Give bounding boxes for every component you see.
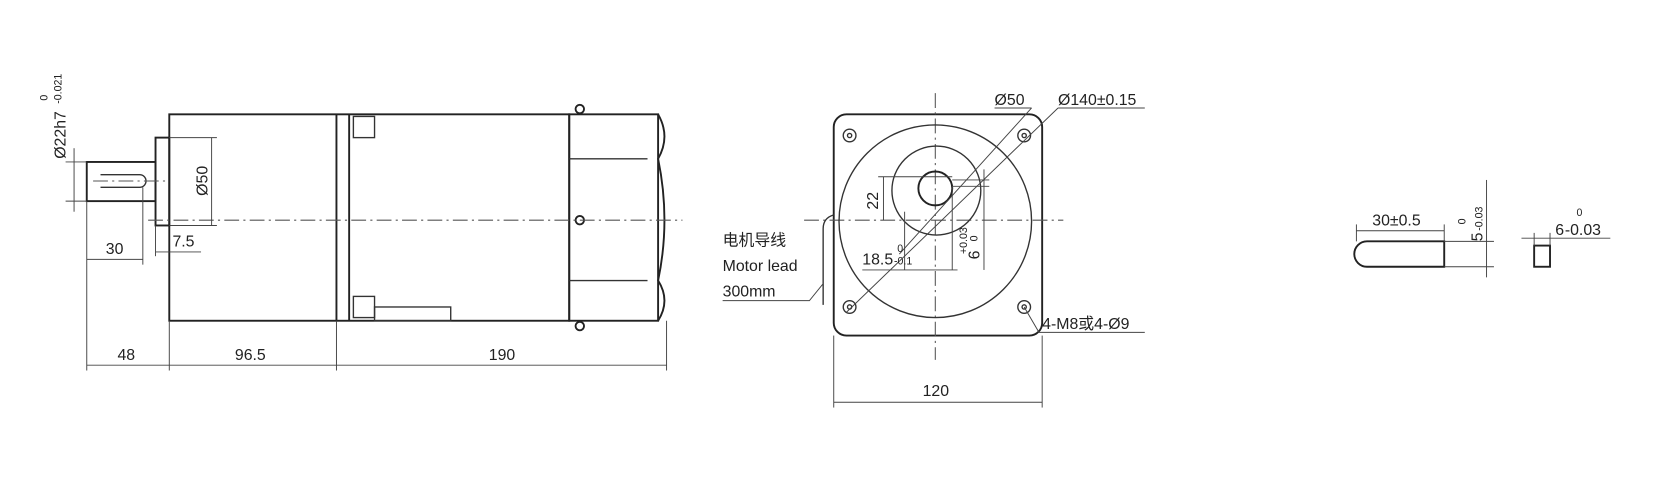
mounting-holes: [842, 128, 1032, 315]
key-width-tol-upper-view: 0: [1576, 207, 1582, 219]
bolt-circle: [838, 124, 1033, 319]
screw-bottom: [574, 320, 585, 332]
key-width-tol-lower-view: -0.03: [1565, 222, 1601, 239]
key-length-label: 30±0.5: [1372, 212, 1421, 229]
motor-body: [168, 113, 571, 322]
pilot-dia-front-label: Ø50: [995, 92, 1025, 109]
side-view: Ø22h7 0 -0.021 Ø50 30 7.5 48 96.5 190: [39, 74, 683, 371]
motor-lead-wire: [822, 214, 834, 305]
front-view: Ø50 Ø140±0.15 4-M8或4-Ø9 22 18.5 0 -0.1 6…: [723, 92, 1145, 408]
key-width-label: 6: [967, 250, 984, 259]
key-width-tol-upper: +0.03: [958, 227, 970, 254]
key-end: [1533, 244, 1551, 268]
mounting-flange: [832, 113, 1044, 337]
key-height-tol-upper: 0: [1456, 218, 1468, 224]
key-view: 30±0.5 5 0 -0.03 6 0 -0.03: [1353, 179, 1611, 278]
fan-cover: [568, 113, 660, 322]
shaft-length-label: 30: [106, 241, 124, 258]
holes-label: 4-M8或4-Ø9: [1042, 315, 1129, 333]
dim-190: 190: [489, 347, 516, 364]
key-width-view-label: 6: [1555, 222, 1564, 239]
key-width-tol-lower: 0: [969, 235, 981, 241]
lead-cn-label: 电机导线: [723, 232, 787, 250]
shaft-tol-upper: 0: [39, 95, 51, 101]
pilot-depth-label: 7.5: [172, 234, 194, 251]
connector-top: [352, 115, 376, 139]
key-side: [1353, 240, 1446, 268]
key-height-tol-lower: -0.03: [1473, 207, 1485, 231]
dim-48: 48: [117, 347, 135, 364]
screw-top: [574, 103, 585, 115]
shaft-dia-label: Ø22h7: [53, 111, 70, 159]
key-offset-label: 18.5: [862, 252, 893, 269]
connector-bottom: [352, 295, 376, 319]
dim-96-5: 96.5: [235, 347, 266, 364]
key-offset-tol-upper: 0: [897, 243, 903, 255]
key-offset-tol-lower: -0.1: [894, 256, 912, 268]
flange-width-label: 120: [923, 383, 950, 400]
lead-length-label: 300mm: [723, 283, 776, 300]
bolt-circle-label: Ø140±0.15: [1058, 92, 1137, 109]
key-height-view-label: 5: [1469, 232, 1486, 241]
pilot-dia-label: Ø50: [194, 166, 211, 196]
shaft-tol-lower: -0.021: [52, 74, 64, 104]
pilot-circle: [891, 145, 982, 236]
lead-en-label: Motor lead: [723, 258, 798, 275]
key-height-label: 22: [865, 192, 882, 210]
